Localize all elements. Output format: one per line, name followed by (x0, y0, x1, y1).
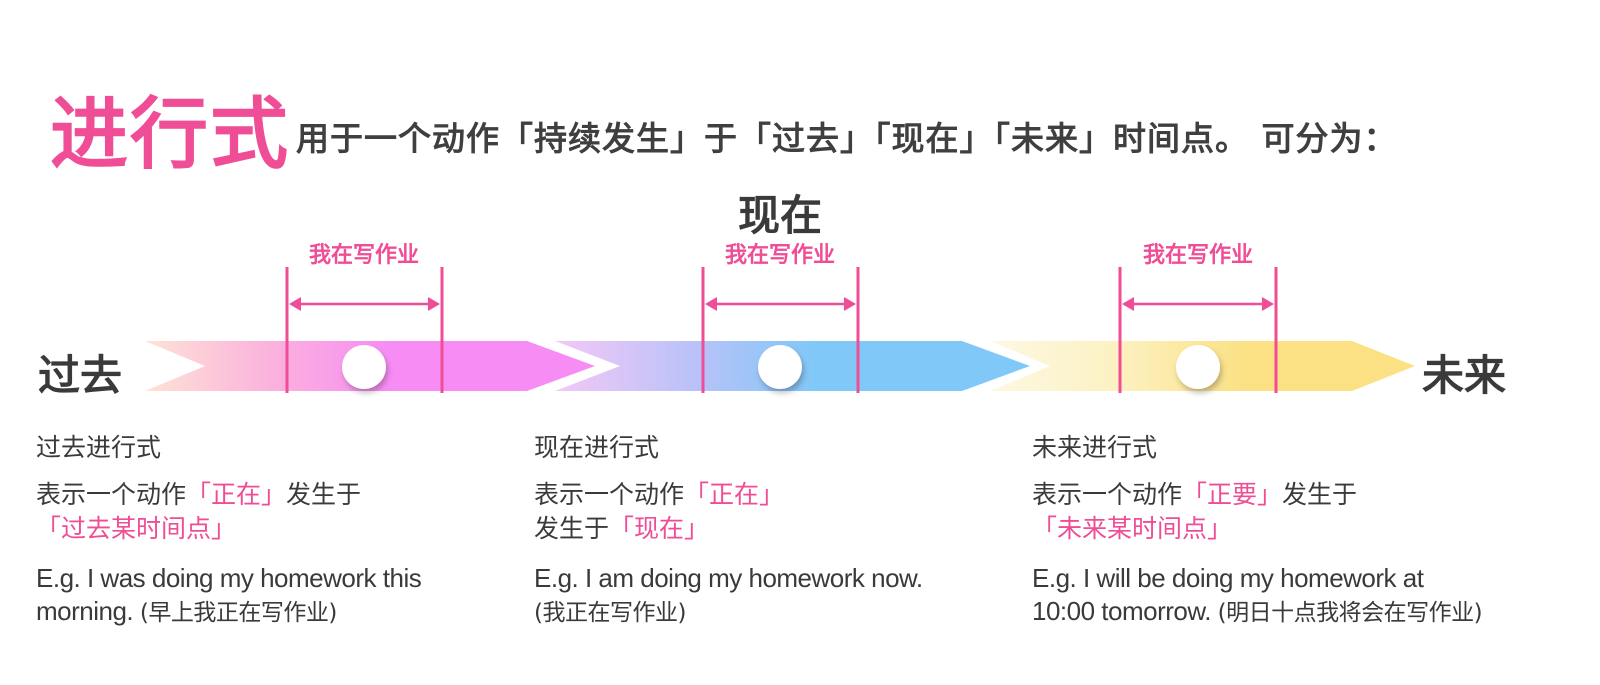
column-past-progressive: 过去进行式 表示一个动作「正在」发生于 「过去某时间点」 E.g. I was … (36, 428, 422, 630)
page-title: 进行式 (50, 90, 291, 180)
desc-highlight: 「现在」 (609, 514, 710, 543)
example-translation: (早上我正在写作业) (139, 600, 337, 626)
column-description: 表示一个动作「正要」发生于 「未来某时间点」 (1032, 478, 1482, 546)
desc-highlight: 「未来某时间点」 (1032, 514, 1233, 543)
time-point-now (758, 345, 802, 389)
desc-highlight: 「正在」 (186, 480, 287, 509)
desc-text: 发生于 (286, 480, 362, 509)
time-point-future (1176, 345, 1220, 389)
desc-text: 表示一个动作 (36, 480, 187, 509)
timeline-future-label: 未来 (1422, 351, 1507, 400)
desc-text: 发生于 (534, 514, 610, 543)
example-line: morning. (36, 596, 140, 626)
span-label-past: 我在写作业 (309, 242, 419, 268)
desc-highlight: 「正在」 (684, 480, 785, 509)
example-translation: (明日十点我将会在写作业) (1217, 600, 1483, 626)
span-label-future: 我在写作业 (1143, 242, 1253, 268)
column-example: E.g. I was doing my homework this mornin… (36, 562, 422, 630)
column-present-progressive: 现在进行式 表示一个动作「正在」 发生于「现在」 E.g. I am doing… (534, 428, 923, 630)
example-translation: (我正在写作业) (534, 600, 686, 626)
example-line: 10:00 tomorrow. (1032, 596, 1218, 626)
desc-text: 表示一个动作 (1032, 480, 1183, 509)
column-example: E.g. I will be doing my homework at 10:0… (1032, 562, 1483, 630)
column-example: E.g. I am doing my homework now. (我正在写作业… (534, 562, 923, 630)
example-line: E.g. I was doing my homework this (36, 563, 422, 593)
column-title: 未来进行式 (1032, 433, 1158, 462)
desc-highlight: 「正要」 (1182, 480, 1283, 509)
column-description: 表示一个动作「正在」 发生于「现在」 (534, 478, 923, 546)
column-title: 现在进行式 (534, 433, 660, 462)
timeline-now-label: 现在 (738, 191, 823, 240)
time-point-past (342, 345, 386, 389)
desc-text: 发生于 (1282, 480, 1358, 509)
span-marker-now (701, 267, 860, 393)
span-label-now: 我在写作业 (725, 242, 835, 268)
timeline-past-label: 过去 (38, 351, 123, 400)
page-subtitle: 用于一个动作「持续发生」于「过去」「现在」「未来」时间点。 可分为： (296, 119, 1398, 158)
column-description: 表示一个动作「正在」发生于 「过去某时间点」 (36, 478, 421, 546)
column-future-progressive: 未来进行式 表示一个动作「正要」发生于 「未来某时间点」 E.g. I will… (1032, 428, 1483, 630)
column-title: 过去进行式 (36, 433, 162, 462)
example-line: E.g. I will be doing my homework at (1032, 563, 1424, 593)
desc-highlight: 「过去某时间点」 (36, 514, 237, 543)
example-line: E.g. I am doing my homework now. (534, 563, 923, 593)
span-marker-future (1118, 267, 1278, 393)
span-marker-past (285, 267, 444, 393)
desc-text: 表示一个动作 (534, 480, 685, 509)
